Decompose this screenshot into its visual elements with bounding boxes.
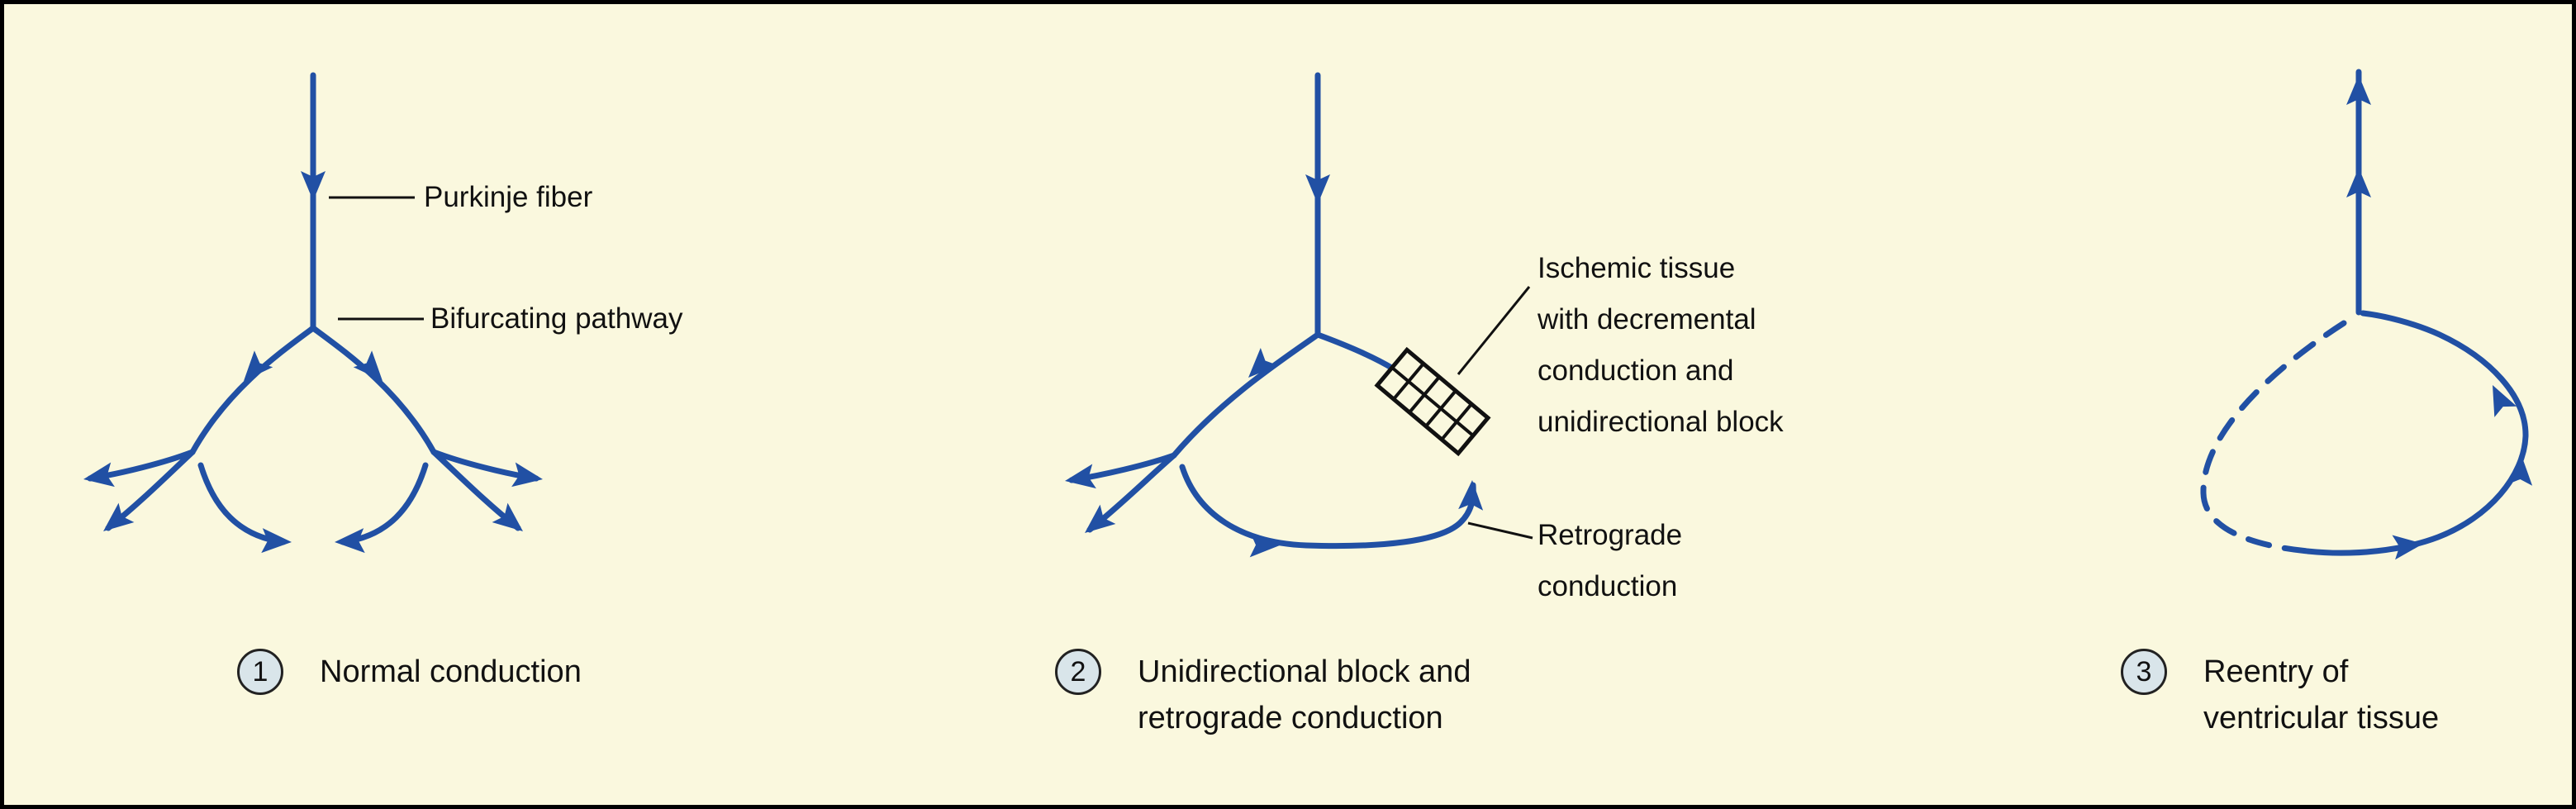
caption-text-1: Normal conduction <box>320 654 582 689</box>
diagram-artwork <box>83 69 2533 560</box>
bottom-right-arrow-icon <box>335 528 365 554</box>
purkinje-fiber-label: Purkinje fiber <box>424 181 593 213</box>
loop-right-arrow-icon <box>2507 455 2533 486</box>
left-branch-line <box>189 325 316 455</box>
caption-normal-conduction: 1 Normal conduction <box>237 649 582 695</box>
right-fork-lower-arrow-icon <box>492 502 523 531</box>
bifurcating-pathway-label: Bifurcating pathway <box>430 302 683 335</box>
ischemic-tissue-label: Ischemic tissue with decremental conduct… <box>1538 252 1784 438</box>
retrograde-leader-line <box>1467 521 1533 540</box>
reentry-loop-solid-line <box>2304 310 2529 556</box>
panel-unidirectional-block <box>1065 72 1533 558</box>
left-branch-arrow-icon <box>244 350 273 381</box>
panel-reentry <box>2200 69 2533 560</box>
exit-mid-up-arrow-icon <box>2346 168 2371 197</box>
stem-down-arrow-icon <box>301 171 326 201</box>
loop-bottom-arrow-icon <box>2392 535 2423 560</box>
bottom-left-arrow-icon <box>261 528 292 554</box>
ischemic-leader-line <box>1457 286 1531 375</box>
bottom-forward-arrow-icon <box>1249 532 1280 558</box>
left-branch-arrow-icon <box>1248 347 1279 378</box>
step-badge-3: 3 <box>2121 649 2167 695</box>
retrograde-conduction-label: Retrograde conduction <box>1538 519 1683 602</box>
left-fork-upper-arrow-icon <box>1065 464 1096 489</box>
bottom-left-line <box>197 462 287 545</box>
panel-normal-conduction <box>83 72 543 554</box>
loop-upper-right-arrow-icon <box>2493 385 2517 417</box>
left-branch-line <box>1171 331 1321 459</box>
caption-text-3: Reentry of ventricular tissue <box>2203 654 2440 735</box>
right-branch-line <box>310 325 437 455</box>
ischemic-block-box <box>1374 346 1491 457</box>
caption-unidirectional-block: 2 Unidirectional block and retrograde co… <box>1055 649 1471 741</box>
step-badge-2: 2 <box>1055 649 1101 695</box>
retrograde-up-arrow-icon <box>1458 480 1484 511</box>
right-branch-line <box>1314 331 1396 372</box>
right-fork-upper-arrow-icon <box>511 462 543 488</box>
bottom-right-line <box>340 462 429 545</box>
left-fork-lower-arrow-icon <box>103 502 135 531</box>
stem-down-arrow-icon <box>1305 174 1330 204</box>
caption-text-2: Unidirectional block and retrograde cond… <box>1138 654 1471 735</box>
step-badge-1: 1 <box>237 649 283 695</box>
ischemic-box-grid <box>1390 362 1475 441</box>
right-branch-arrow-icon <box>353 350 383 381</box>
reentry-loop-dashed-line <box>2200 320 2347 554</box>
caption-reentry: 3 Reentry of ventricular tissue <box>2121 649 2439 741</box>
left-fork-upper-arrow-icon <box>83 462 115 488</box>
exit-top-up-arrow-icon <box>2346 75 2371 105</box>
retrograde-conduction-line <box>1179 464 1476 550</box>
left-fork-lower-arrow-icon <box>1085 504 1116 533</box>
